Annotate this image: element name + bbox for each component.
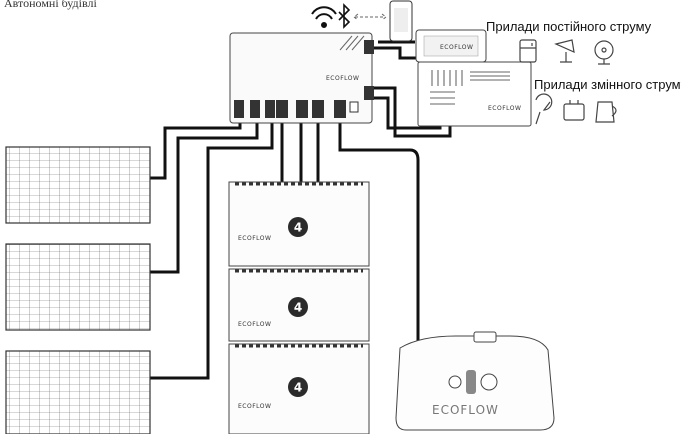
toaster-icon xyxy=(563,100,585,121)
battery-brand: ECOFLOW xyxy=(238,321,271,328)
inverter-brand: ECOFLOW xyxy=(326,75,359,82)
dc-panel: ECOFLOW xyxy=(415,29,487,63)
battery-badge-3: 4 xyxy=(294,381,302,395)
ac-distribution-panel: ECOFLOW xyxy=(417,61,532,127)
ac-devices-label: Прилади змінного струму xyxy=(534,77,681,92)
inverter-hub: ECOFLOW xyxy=(229,32,374,124)
fan-icon xyxy=(594,40,614,65)
cable-dc-panel xyxy=(372,46,418,60)
smartphone-icon xyxy=(389,0,413,42)
battery-brand: ECOFLOW xyxy=(238,235,271,242)
cable-solar-3 xyxy=(150,118,274,380)
solar-panel xyxy=(5,243,151,331)
battery-badge-2: 4 xyxy=(294,301,302,315)
cable-ac-2 xyxy=(372,86,452,138)
bluetooth-icon xyxy=(338,3,351,29)
inverter-port-row xyxy=(234,100,359,118)
cable-generator xyxy=(338,118,420,345)
smart-generator: ECOFLOW xyxy=(395,331,555,431)
inverter-port-ac xyxy=(364,86,374,100)
kettle-icon xyxy=(595,101,617,123)
cable-solar-1 xyxy=(150,118,242,180)
page-caption: Автономні будівлі xyxy=(4,0,97,10)
inverter-port-dc xyxy=(364,40,374,54)
ac-panel-brand: ECOFLOW xyxy=(488,105,521,112)
generator-brand: ECOFLOW xyxy=(432,403,499,417)
link-arrow xyxy=(353,13,387,21)
dc-devices-label: Прилади постійного струму xyxy=(486,19,652,34)
battery-badge-1: 4 xyxy=(294,221,302,235)
solar-panel xyxy=(5,350,151,434)
solar-panel xyxy=(5,146,151,224)
lamp-icon xyxy=(554,39,575,63)
battery-stack: ECOFLOW ECOFLOW ECOFLOW 4 4 4 xyxy=(228,181,370,434)
battery-brand: ECOFLOW xyxy=(238,403,271,410)
solar-panel-array xyxy=(5,146,151,434)
fridge-icon xyxy=(519,39,537,63)
wifi-icon xyxy=(311,6,337,28)
cable-solar-2 xyxy=(150,118,259,274)
hair-dryer-icon xyxy=(535,93,553,125)
dc-panel-brand: ECOFLOW xyxy=(440,44,473,51)
